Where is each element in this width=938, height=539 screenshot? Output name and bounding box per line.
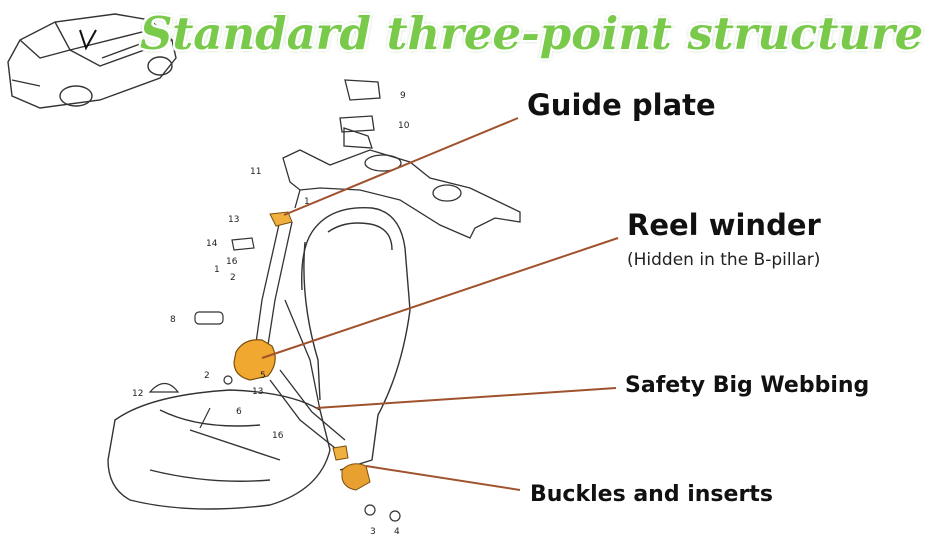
- part-number: 13: [252, 387, 263, 397]
- callout-webbing: Safety Big Webbing: [625, 373, 870, 398]
- seat-cushion: [107, 389, 331, 510]
- part-number: 8: [170, 315, 176, 325]
- part-number: 13: [228, 215, 239, 225]
- car-thumbnail-icon: [7, 13, 177, 109]
- part-number: 1: [304, 197, 310, 207]
- belt-webbing: [254, 219, 346, 449]
- part-number: 6: [236, 407, 242, 417]
- part-number: 14: [206, 239, 218, 249]
- callout-buckles: Buckles and inserts: [530, 482, 773, 507]
- seat-back: [301, 207, 411, 471]
- part-number: 4: [394, 527, 400, 537]
- part-number: 10: [398, 121, 410, 131]
- guide-plate-leader: [283, 117, 519, 216]
- webbing-leader: [315, 387, 617, 409]
- part-number: 2: [204, 371, 210, 381]
- part-number: 16: [226, 257, 238, 267]
- callout-reel-winder-note: (Hidden in the B-pillar): [627, 250, 821, 270]
- guide-plate-highlight: [269, 211, 293, 227]
- reel-winder-leader: [261, 237, 619, 359]
- diagram-title: Standard three-point structure: [140, 7, 924, 60]
- callout-reel-winder: Reel winder: [627, 208, 821, 242]
- buckle-highlight: [332, 445, 371, 491]
- reel-winder-highlight: [233, 339, 276, 381]
- part-number: 16: [272, 431, 284, 441]
- callout-guide-plate: Guide plate: [527, 88, 716, 122]
- part-numbers: 9 10 11 13 14 16 1 2 8 12 2 5 6 16 3 4 1…: [132, 91, 410, 537]
- part-number: 9: [400, 91, 406, 101]
- b-pillar-bracket: [282, 79, 521, 239]
- leader-lines: [261, 117, 619, 491]
- part-number: 5: [260, 371, 266, 381]
- part-number: 11: [250, 167, 261, 177]
- buckle-leader: [365, 465, 521, 491]
- part-number: 3: [370, 527, 376, 537]
- part-number: 2: [230, 273, 236, 283]
- part-number: 1: [214, 265, 220, 275]
- part-number: 12: [132, 389, 143, 399]
- hardware-parts: [148, 237, 401, 522]
